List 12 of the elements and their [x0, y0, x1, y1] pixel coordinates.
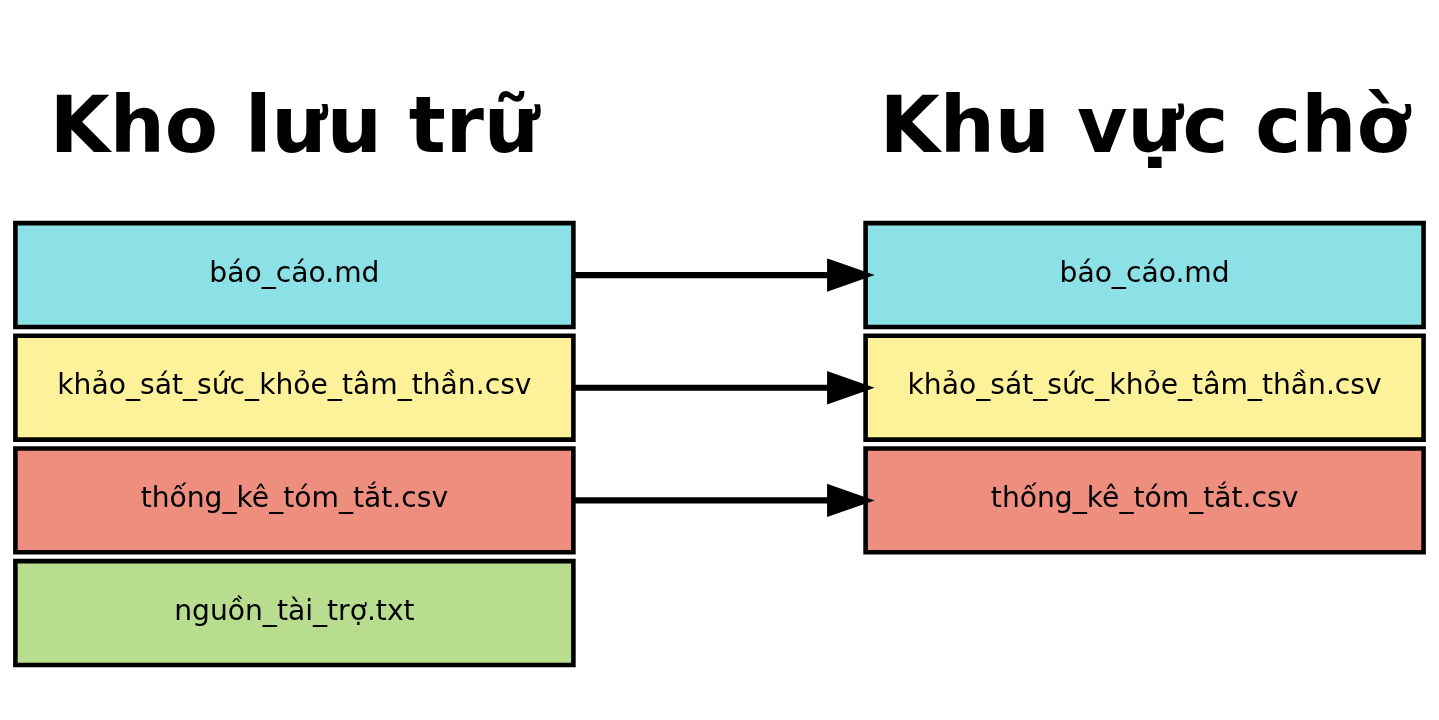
label: Kho lưu trữ — [49, 80, 540, 171]
node-box: khảo_sát_sức_khỏe_tâm_thần.csv — [13, 333, 576, 442]
node-box: thống_kê_tóm_tắt.csv — [863, 446, 1426, 555]
arrow — [574, 371, 875, 405]
arrow — [574, 483, 875, 518]
node-box: thống_kê_tóm_tắt.csv — [13, 446, 576, 555]
node-box: khảo_sát_sức_khỏe_tâm_thần.csv — [863, 333, 1426, 442]
arrow — [574, 258, 875, 292]
node-box: nguồn_tài_trợ.txt — [13, 558, 576, 668]
label: Khu vực chờ — [879, 80, 1410, 171]
node-box: báo_cáo.md — [863, 220, 1426, 330]
node-box: báo_cáo.md — [13, 220, 576, 330]
